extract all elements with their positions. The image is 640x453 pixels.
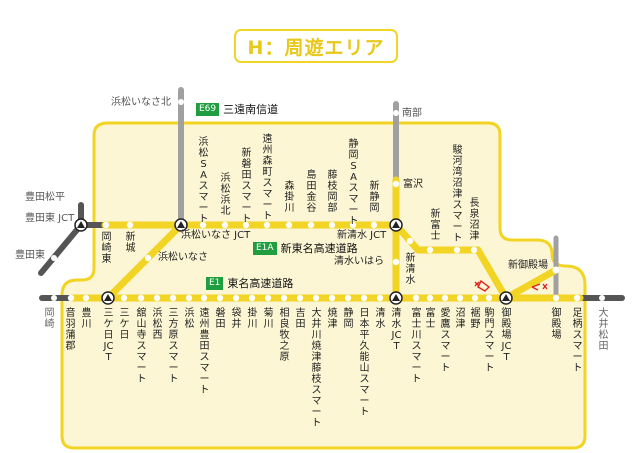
restriction-marks — [474, 279, 548, 292]
station[interactable]: 吉田 — [295, 308, 306, 330]
station[interactable]: 清水JCT — [391, 308, 402, 352]
route-label-e69: E69 三遠南信道 — [196, 101, 278, 117]
station[interactable]: 浜松 — [184, 308, 195, 330]
station[interactable]: 菊川 — [263, 308, 274, 330]
station[interactable]: 新静岡 — [369, 181, 380, 214]
station[interactable]: 足柄スマート — [572, 308, 583, 374]
station[interactable]: 清水 — [375, 308, 386, 330]
station[interactable]: 袋井 — [231, 308, 242, 330]
station[interactable]: 大井川焼津藤枝スマート — [311, 308, 322, 429]
route-badge: E1 — [206, 276, 224, 290]
station-hamamatsu-inasa-jct[interactable]: 浜松いなさ JCT — [181, 230, 251, 241]
station-shin-shimizu-jct[interactable]: 新清水 JCT — [337, 230, 387, 241]
station[interactable]: 静岡SAスマート — [348, 139, 359, 227]
route-name: 新東名高速道路 — [280, 242, 358, 255]
route-name: 東名高速道路 — [227, 277, 294, 290]
jct-markers — [74, 218, 513, 305]
station[interactable]: 富士 — [425, 308, 436, 330]
station[interactable]: 日本平久能山スマート — [359, 308, 370, 418]
station-shin-shimizu[interactable]: 新清水 — [405, 253, 416, 286]
station[interactable]: 掛川 — [247, 308, 258, 330]
station[interactable]: 森掛川 — [284, 181, 295, 214]
station[interactable]: 沼津 — [455, 308, 466, 330]
station[interactable]: 島田金谷 — [306, 170, 317, 214]
station[interactable]: 静岡 — [343, 308, 354, 330]
station[interactable]: 浜松西 — [152, 308, 163, 341]
station[interactable]: 浜松浜北 — [220, 173, 231, 217]
station-hamamatsu-inasa[interactable]: 浜松いなさ — [158, 252, 208, 263]
line-toyota-higashi — [38, 222, 84, 276]
area-title: H：周遊エリア — [234, 29, 398, 63]
station[interactable]: 裾野 — [470, 308, 481, 330]
station-nagaizumi-numazu[interactable]: 長泉沼津 — [469, 198, 480, 242]
station-toyota-matsudaira[interactable]: 豊田松平 — [25, 192, 65, 203]
station-nanbu[interactable]: 南部 — [402, 108, 422, 119]
station[interactable]: 岡崎東 — [101, 232, 112, 265]
station[interactable]: 駒門スマート — [484, 308, 495, 374]
station-fujisawa[interactable]: 富沢 — [403, 179, 423, 190]
station[interactable]: 遠州森町スマート — [262, 134, 273, 222]
station-hamamatsu-inasa-kita[interactable]: 浜松いなさ北 — [111, 97, 171, 108]
station[interactable]: 豊川 — [81, 308, 92, 330]
station[interactable]: 藤枝岡部 — [327, 170, 338, 214]
yellow-lines — [68, 176, 584, 302]
station[interactable]: 御殿場JCT — [501, 308, 512, 363]
station-toyota-higashi[interactable]: 豊田東 — [15, 250, 45, 261]
route-badge: E69 — [196, 102, 220, 116]
station[interactable]: 三方原スマート — [168, 308, 179, 385]
station-shin-fuji[interactable]: 新富士 — [430, 209, 441, 242]
station[interactable]: 三ケ日 — [119, 308, 130, 341]
route-badge: E1A — [253, 241, 277, 255]
station[interactable]: 焼津 — [327, 308, 338, 330]
station[interactable]: 磐田 — [215, 308, 226, 330]
route-label-e1a: E1A 新東名高速道路 — [253, 240, 358, 256]
station[interactable]: 御殿場 — [551, 308, 562, 341]
area-boundary — [60, 121, 587, 450]
station[interactable]: 音羽蒲郡 — [65, 308, 76, 352]
station[interactable]: 愛鷹スマート — [440, 308, 451, 374]
station-shimizu-ihara[interactable]: 清水いはら — [334, 256, 384, 267]
station[interactable]: 浜松SAスマート — [198, 137, 209, 225]
station[interactable]: 相良牧之原 — [279, 308, 290, 363]
station-shin-gotemba[interactable]: 新御殿場 — [508, 260, 548, 271]
station[interactable]: 遠州豊田スマート — [199, 308, 210, 396]
station-okazaki[interactable]: 岡崎 — [44, 308, 55, 330]
station[interactable]: 舘山寺スマート — [136, 308, 147, 385]
station-dots — [51, 99, 605, 302]
station[interactable]: 新城 — [125, 232, 136, 254]
route-label-e1: E1 東名高速道路 — [206, 275, 293, 291]
station[interactable]: 富士川スマート — [411, 308, 422, 385]
station-oi-matsuda[interactable]: 大井松田 — [598, 308, 609, 352]
station-suruga-wan-numazu-smart[interactable]: 駿河湾沼津スマート — [452, 145, 463, 244]
station[interactable]: 新磐田スマート — [241, 148, 252, 225]
route-name: 三遠南信道 — [223, 103, 279, 116]
station-toyota-higashi-jct[interactable]: 豊田東 JCT — [25, 213, 75, 224]
station[interactable]: 三ケ日JCT — [103, 308, 114, 363]
